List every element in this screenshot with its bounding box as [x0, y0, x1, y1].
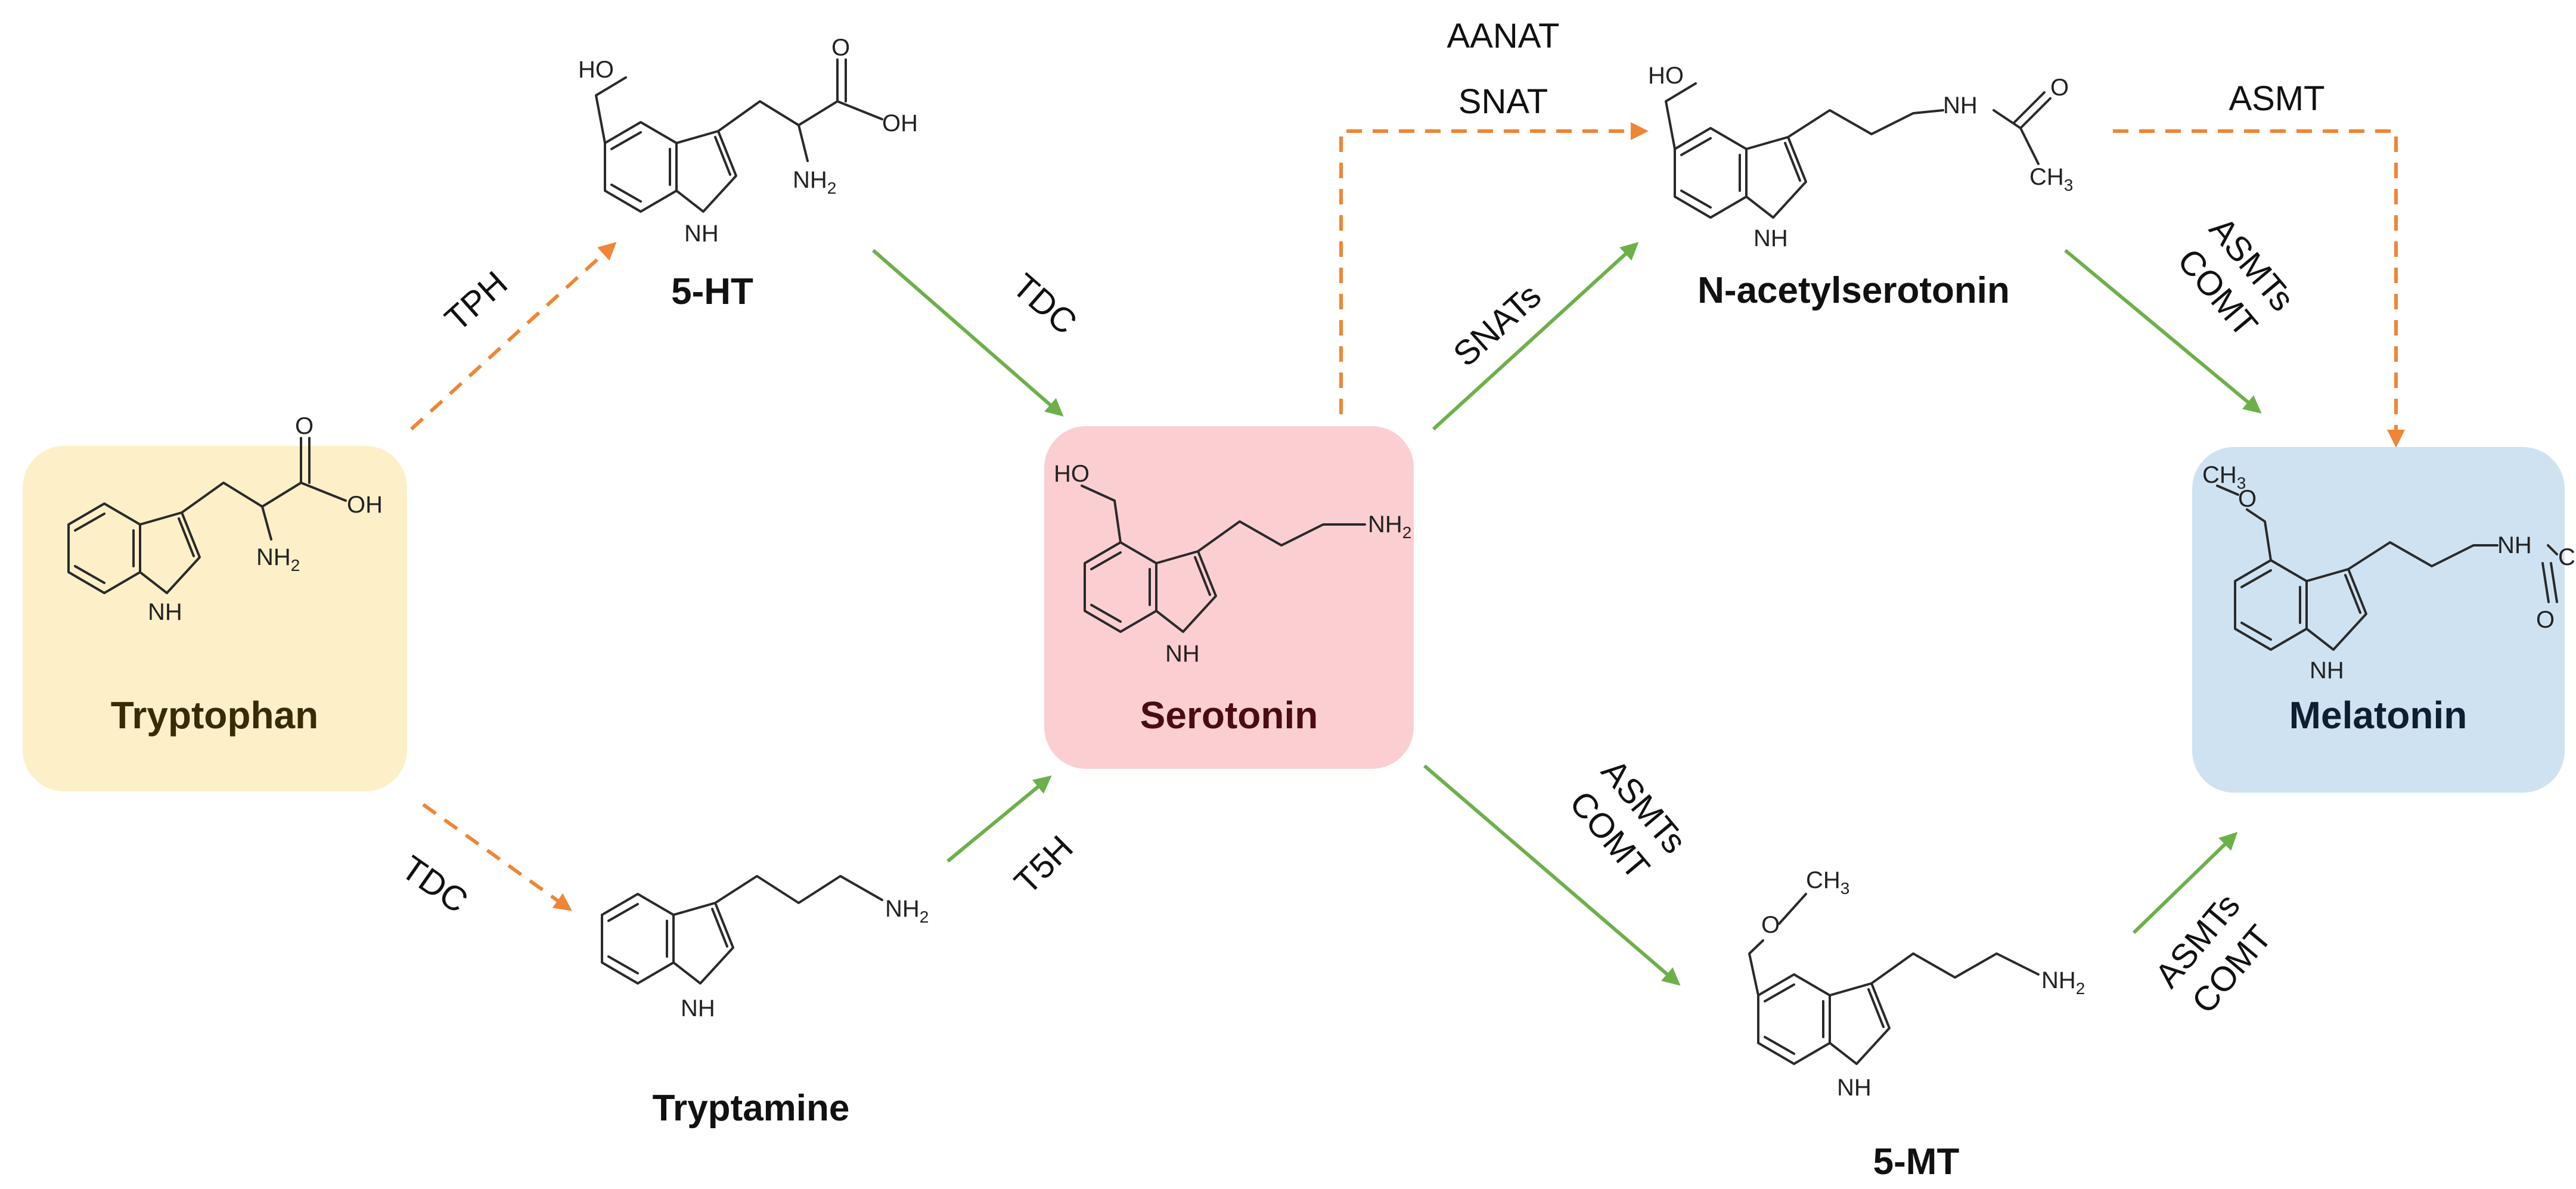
enzyme-label-tdc-lower: TDC: [395, 848, 475, 921]
atom-nh2: NH2: [1368, 511, 1411, 542]
enzyme-label-aanat: AANAT: [1447, 17, 1559, 55]
enzyme-label-t5h: T5H: [1007, 828, 1080, 901]
atom-nh2: NH2: [2041, 967, 2085, 998]
enzyme-label-tph: TPH: [437, 264, 515, 339]
five-mt-structure: O CH3 NH2 NH: [1748, 867, 2085, 1101]
tryptophan-structure: O OH NH2 NH: [67, 413, 383, 625]
atom-nh: NH: [681, 995, 715, 1022]
five-ht-structure: HO O OH NH2 NH: [578, 35, 918, 247]
atom-o: O: [831, 35, 850, 61]
atom-ch3: CH3: [1806, 867, 1849, 898]
atom-nh: NH: [1165, 641, 1200, 667]
atom-nh2: NH2: [885, 896, 929, 926]
arrow-tdc-upper: [872, 249, 1064, 417]
arrow-asmts-comt-upper: [2064, 249, 2262, 414]
atom-nh: NH: [2497, 532, 2532, 558]
atom-nh2: NH2: [793, 167, 836, 197]
arrow-tdc-lower: [422, 803, 572, 911]
enzyme-label-snat: SNAT: [1458, 82, 1548, 121]
arrow-t5h: [946, 775, 1052, 863]
enzyme-label-tdc-upper: TDC: [1005, 266, 1084, 342]
arrow-aanat-snat: [1339, 122, 1649, 414]
atom-oh: OH: [882, 110, 918, 136]
n-acetylserotonin-structure: HO NH O CH3 NH: [1648, 63, 2073, 252]
atom-ho: HO: [578, 57, 614, 83]
arrow-asmts-comt-middle: [1423, 764, 1681, 986]
atom-oh: OH: [347, 492, 383, 518]
atom-c: C: [2558, 544, 2575, 570]
compound-label-n-acetylserotonin: N-acetylserotonin: [1697, 270, 2010, 311]
compound-label-tryptophan: Tryptophan: [111, 694, 318, 737]
tryptophan-box: [23, 446, 407, 791]
compound-label-serotonin: Serotonin: [1140, 694, 1318, 737]
enzyme-label-snats: SNATs: [1446, 276, 1548, 374]
atom-ch3: CH3: [2029, 164, 2073, 194]
tryptamine-structure: NH2 NH: [601, 875, 929, 1022]
atom-ho: HO: [1054, 461, 1090, 487]
compound-label-5-mt: 5-MT: [1873, 1141, 1960, 1182]
atom-o: O: [2238, 486, 2257, 512]
atom-nh: NH: [1837, 1075, 1872, 1101]
compound-label-tryptamine: Tryptamine: [653, 1088, 850, 1129]
atom-nh2: NH2: [256, 544, 300, 575]
compound-label-melatonin: Melatonin: [2289, 694, 2468, 737]
enzyme-label-asmts-comt-upper: ASMTs COMT: [2170, 210, 2302, 344]
atom-nh: NH: [1753, 225, 1788, 252]
atom-ho: HO: [1648, 63, 1684, 89]
melatonin-box: [2192, 447, 2565, 793]
enzyme-label-asmts-comt-lower: ASMTs COMT: [2147, 886, 2279, 1021]
atom-nh: NH: [148, 599, 182, 625]
arrows: [409, 122, 2405, 986]
atom-nh: NH: [1943, 92, 1978, 119]
enzyme-label-asmts-comt-middle: ASMTs COMT: [1562, 752, 1694, 887]
arrow-asmts-comt-lower: [2132, 831, 2238, 935]
atom-ch3: CH3: [2202, 462, 2246, 492]
atom-o: O: [2536, 607, 2555, 633]
compound-label-5-ht: 5-HT: [671, 271, 753, 312]
melatonin-structure: O CH3 NH O C NH: [2202, 462, 2575, 684]
atom-o: O: [295, 413, 314, 439]
serotonin-box: [1044, 426, 1414, 769]
serotonin-structure: HO NH2 NH: [1054, 461, 1411, 667]
arrow-tph: [409, 241, 617, 431]
atom-nh: NH: [2310, 657, 2344, 684]
atom-o: O: [1761, 912, 1780, 938]
enzyme-label-asmt: ASMT: [2229, 79, 2324, 118]
arrow-snats: [1432, 241, 1639, 431]
atom-o: O: [2050, 74, 2069, 101]
atom-nh: NH: [684, 221, 719, 247]
